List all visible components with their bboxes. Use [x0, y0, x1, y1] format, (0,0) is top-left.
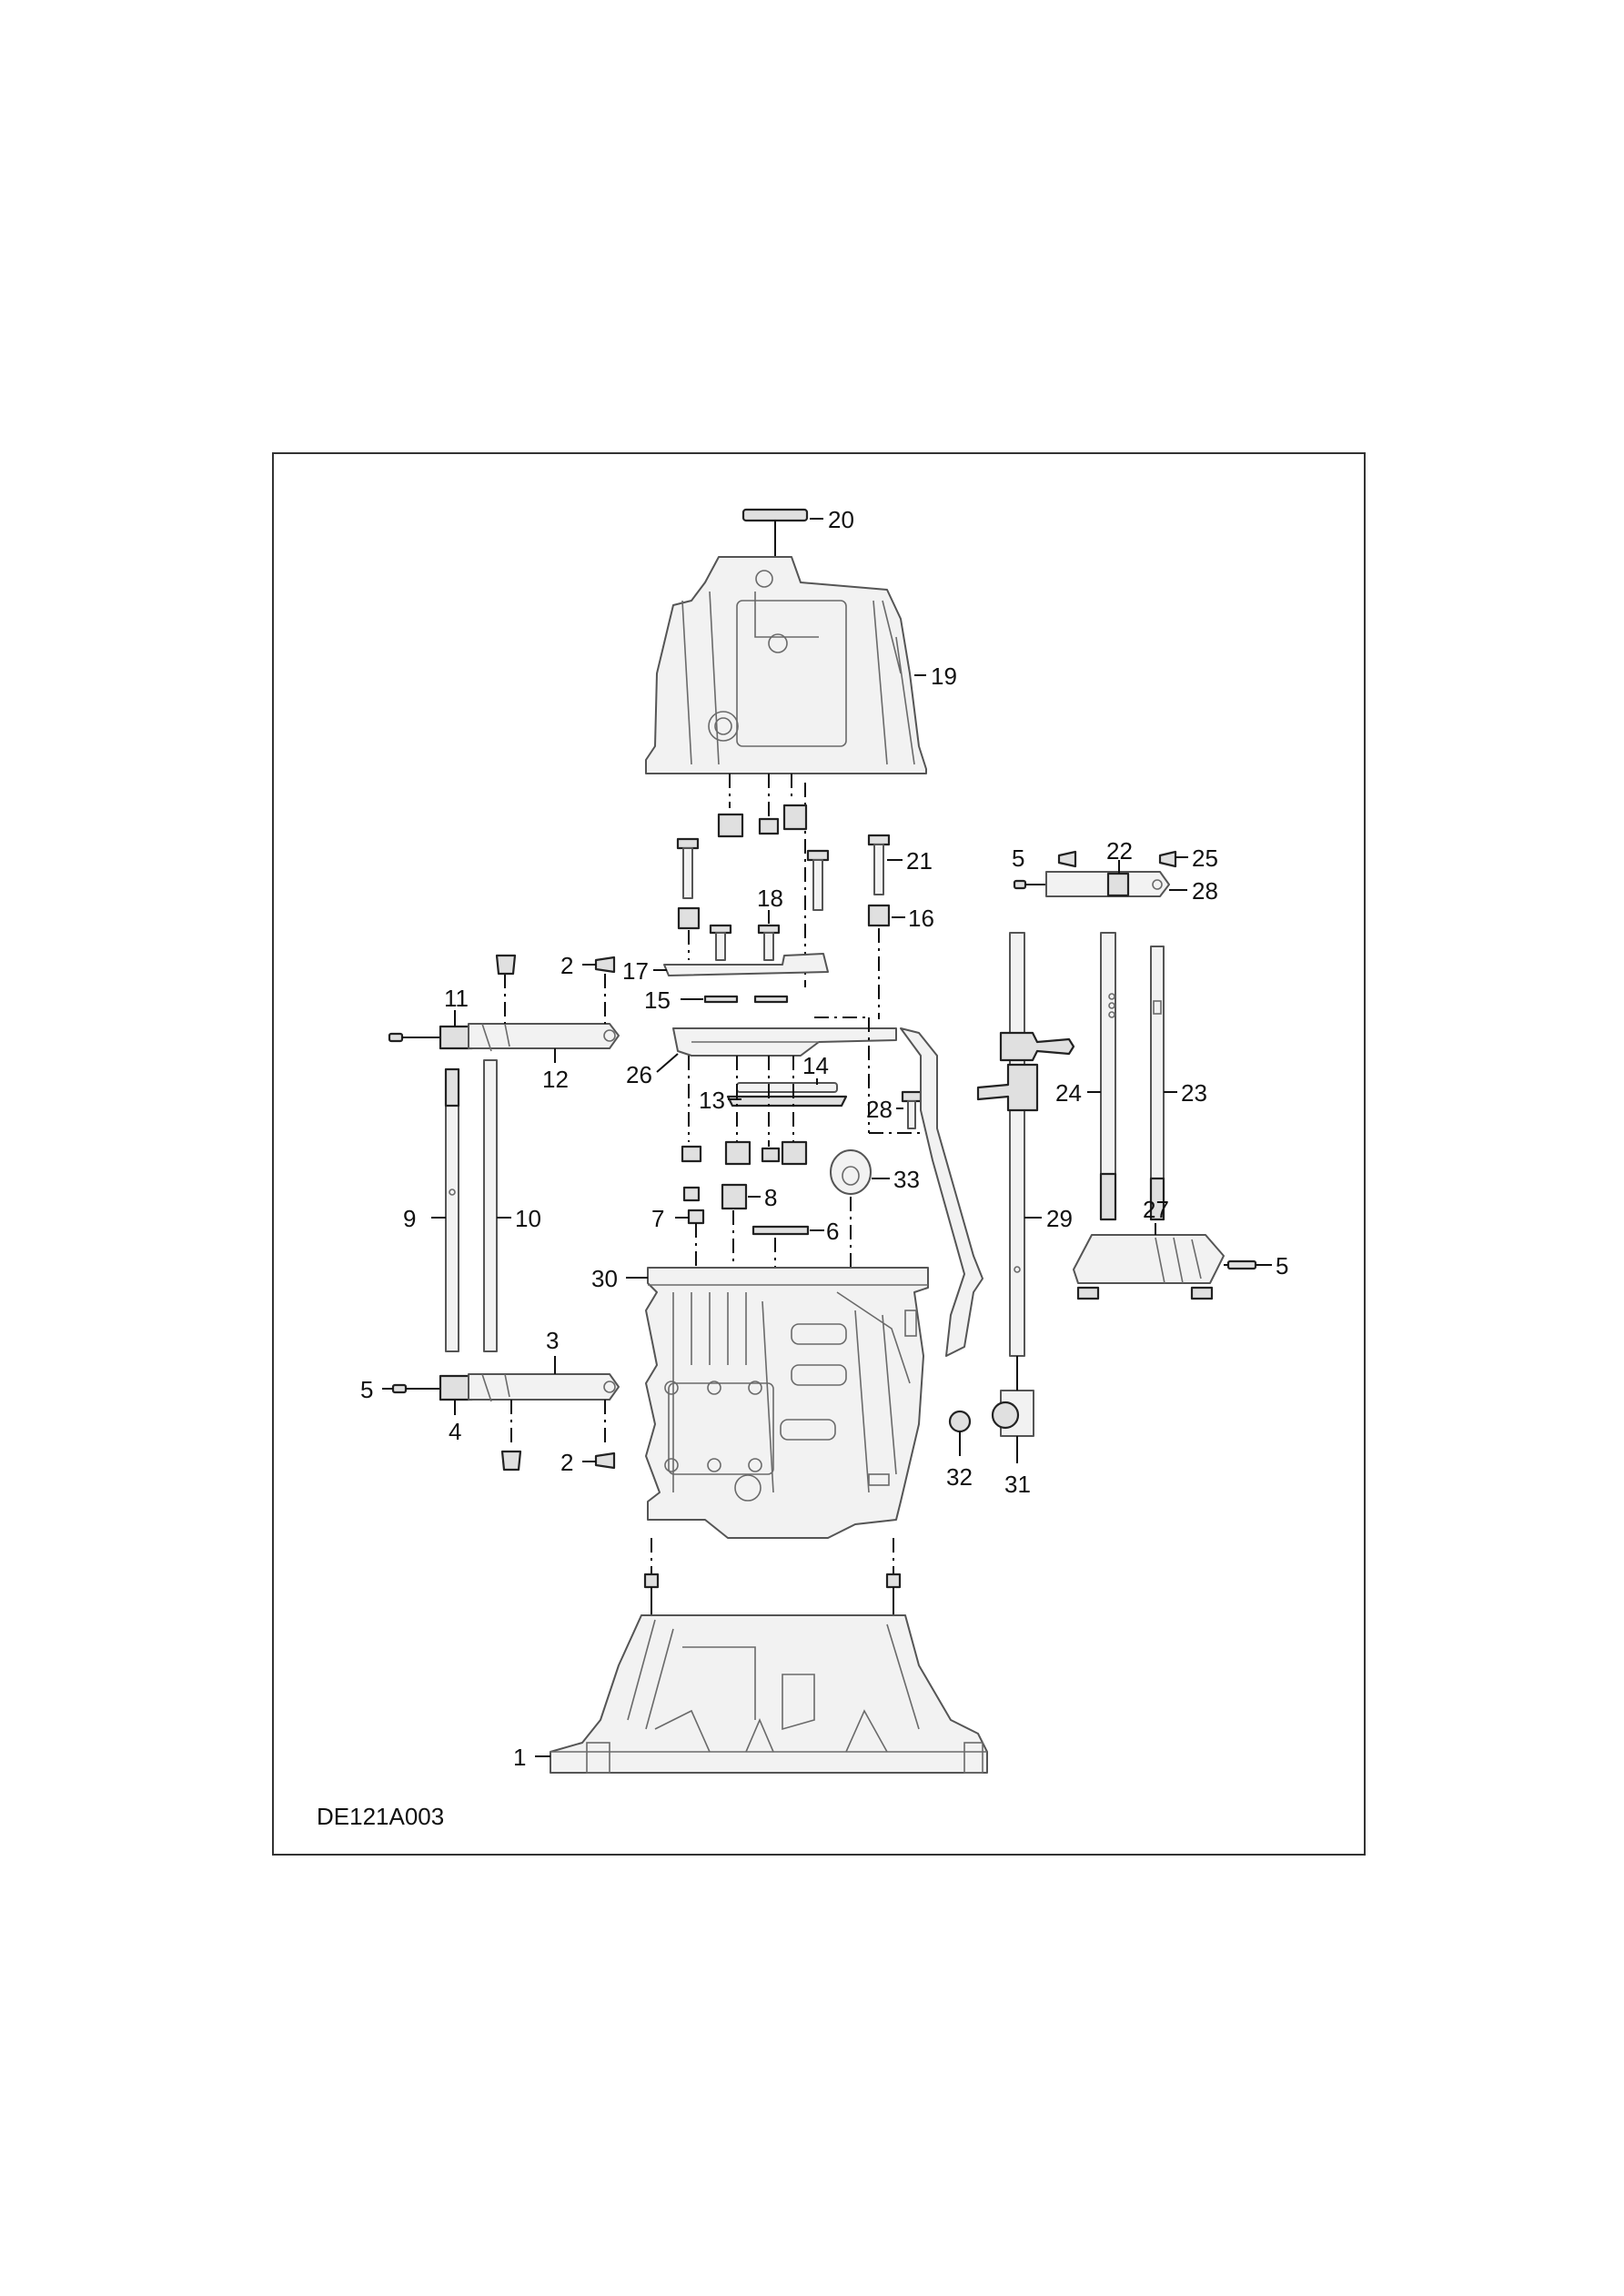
part-15-washers: [681, 995, 789, 1004]
part-2-caps-lower: [500, 1450, 616, 1472]
part-23-rod: [1149, 946, 1177, 1221]
callout-23: 23: [1181, 1079, 1207, 1107]
callout-16: 16: [908, 905, 934, 932]
callout-8: 8: [764, 1184, 777, 1211]
callout-15: 15: [644, 986, 671, 1014]
part-26-shift-bracket: [656, 1017, 923, 1134]
callout-25: 25: [1192, 845, 1218, 872]
figure-reference-code: DE121A003: [317, 1803, 444, 1830]
part-29-long-rod: [976, 932, 1075, 1357]
part-25-caps: [1057, 850, 1188, 868]
spacer-blocks-upper: [717, 804, 808, 838]
callout-11: 11: [444, 985, 469, 1012]
callout-7: 7: [651, 1205, 664, 1232]
callout-20: 20: [828, 506, 854, 533]
part-31-block: [991, 1356, 1034, 1463]
callout-19: 19: [931, 663, 957, 690]
part-22-selector-arm: [1013, 860, 1187, 897]
callout-2-lower: 2: [560, 1449, 573, 1476]
shift-lever-long: [900, 1027, 983, 1357]
callout-3: 3: [546, 1327, 559, 1354]
callout-30: 30: [591, 1265, 618, 1292]
part-1-bottom-housing: [535, 1614, 988, 1774]
callout-28-right: 28: [1192, 877, 1218, 905]
callout-4: 4: [449, 1418, 461, 1445]
callout-labels: 20 19 21 16 18 17 15 26 14 13 28 33 8 7 …: [317, 506, 1288, 1830]
diagram-frame: [272, 452, 1366, 1856]
part-9-rod: [431, 1067, 460, 1352]
part-19-top-housing: [645, 556, 927, 774]
part-30-main-case: [626, 1267, 929, 1539]
part-10-rod: [483, 1059, 511, 1352]
spacer-blocks-middle: [681, 1140, 808, 1166]
callout-26: 26: [626, 1061, 652, 1088]
part-16-bushings: [677, 904, 905, 1019]
callout-21: 21: [906, 847, 933, 875]
part-24-rod: [1087, 932, 1117, 1221]
part-27-guide-plate: [1073, 1223, 1272, 1300]
part-14-gasket: [736, 1078, 838, 1093]
part-13-gasket: [726, 1095, 848, 1108]
part-3-shift-fork-lower: [382, 1356, 620, 1447]
dowel-left: [643, 1573, 660, 1589]
callout-33: 33: [893, 1166, 920, 1193]
callout-5-top-right: 5: [1012, 845, 1024, 872]
part-12-shift-fork-upper: [388, 974, 620, 1063]
callout-14: 14: [802, 1052, 829, 1079]
callout-5-right: 5: [1276, 1252, 1288, 1279]
callout-17: 17: [622, 957, 649, 985]
callout-1: 1: [513, 1744, 526, 1771]
callout-31: 31: [1004, 1471, 1031, 1498]
dowel-right: [885, 1573, 902, 1589]
callout-28-mid: 28: [866, 1096, 893, 1123]
callout-18: 18: [757, 885, 783, 912]
callout-10: 10: [515, 1205, 541, 1232]
part-8-block: [721, 1183, 761, 1210]
callout-29: 29: [1046, 1205, 1073, 1232]
part-20-plug: [741, 508, 823, 560]
callout-22: 22: [1106, 837, 1133, 865]
part-6-rod: [751, 1225, 824, 1236]
part-2-caps-upper: [495, 954, 616, 976]
part-21-bolts: [676, 834, 903, 911]
callout-5-left: 5: [360, 1376, 373, 1403]
part-18-studs: [709, 910, 781, 961]
callout-6: 6: [826, 1218, 839, 1245]
part-33-pad: [830, 1149, 890, 1195]
callout-32: 32: [946, 1463, 973, 1491]
callout-9: 9: [403, 1205, 416, 1232]
callout-12: 12: [542, 1066, 569, 1093]
part-28-bolt-middle: [896, 1090, 923, 1129]
part-17-plate: [653, 953, 829, 976]
part-32-plug: [948, 1410, 972, 1456]
part-7-pin: [675, 1186, 705, 1225]
callout-24: 24: [1055, 1079, 1082, 1107]
callout-13: 13: [699, 1087, 725, 1114]
callout-27: 27: [1143, 1196, 1169, 1223]
callout-2-upper: 2: [560, 952, 573, 979]
